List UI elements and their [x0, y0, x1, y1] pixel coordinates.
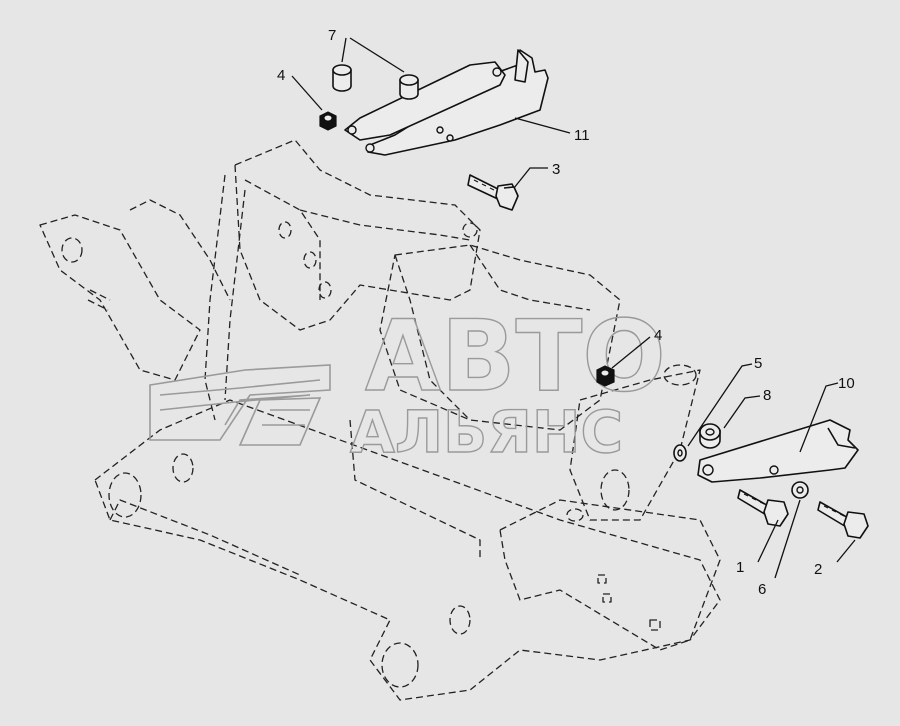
callout-4-lower: 4 [654, 327, 662, 344]
callouts: 7 4 11 3 4 5 8 10 1 6 2 [277, 27, 855, 598]
plate-hole [492, 67, 502, 77]
bolt-3 [467, 174, 519, 211]
plate-11 [344, 49, 549, 156]
watermark-logo-icon [149, 364, 331, 446]
callout-1: 1 [736, 559, 744, 576]
callout-3: 3 [552, 161, 560, 178]
washer-5 [673, 444, 687, 462]
bolt-1 [737, 489, 789, 527]
washer-6 [791, 481, 809, 499]
plate-10 [697, 419, 859, 483]
callout-7: 7 [328, 27, 336, 44]
watermark-line1: АВТО [365, 300, 666, 414]
callout-6: 6 [758, 581, 766, 598]
callout-5: 5 [754, 355, 762, 372]
hitch-frame-outline [39, 139, 721, 701]
callout-2: 2 [814, 561, 822, 578]
bolt-2 [817, 501, 869, 539]
callout-4-upper: 4 [277, 67, 285, 84]
plate-hole [702, 464, 714, 476]
spacer-7a [332, 64, 352, 92]
watermark: АВТО АЛЬЯНС [149, 299, 666, 467]
plate-hole [365, 143, 375, 153]
watermark-line2: АЛЬЯНС [350, 398, 623, 466]
callout-8: 8 [763, 387, 771, 404]
plate-hole [436, 126, 444, 134]
plate-hole [446, 134, 454, 142]
spacer-7b [399, 74, 419, 100]
callout-10: 10 [838, 375, 855, 392]
bushing-8 [699, 423, 721, 449]
leader-lines [291, 37, 856, 579]
nut-4-lower [596, 365, 615, 387]
plate-hole [347, 125, 357, 135]
callout-11: 11 [574, 127, 590, 144]
nut-4-upper [319, 111, 337, 131]
plate-hole [769, 465, 779, 475]
